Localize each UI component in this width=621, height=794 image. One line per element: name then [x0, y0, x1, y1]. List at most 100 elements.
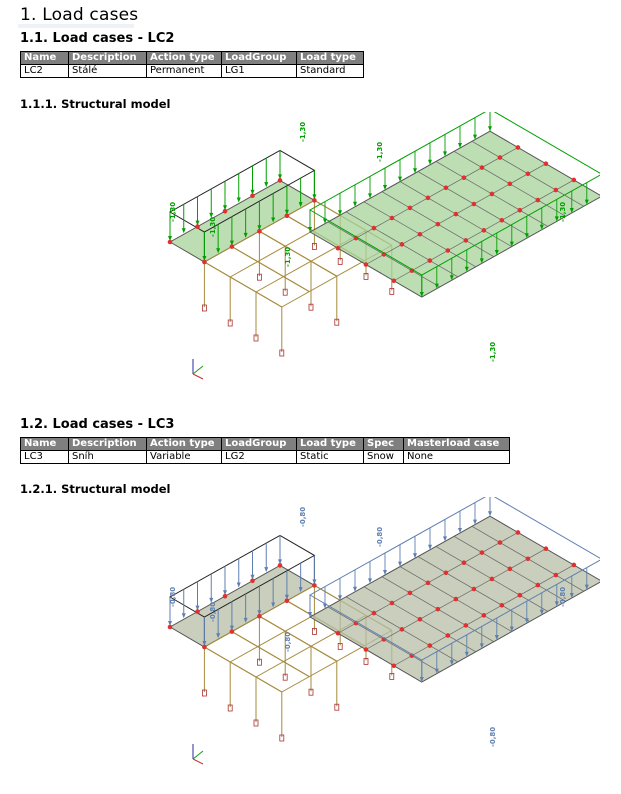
load-arrow-head	[223, 205, 227, 211]
section-title-lc2: 1.1. Load cases - LC2	[20, 31, 175, 46]
load-arrow-head	[509, 241, 514, 247]
table-cell: Variable	[146, 450, 222, 464]
load-arrow-head	[509, 626, 514, 632]
load-arrow-head	[539, 609, 544, 615]
load-label: -1,30	[376, 142, 384, 162]
load-arrow-head	[419, 677, 424, 682]
column-header: Description	[68, 51, 147, 65]
beam	[204, 261, 283, 308]
node	[335, 245, 341, 251]
table-cell: None	[403, 450, 510, 464]
load-arrow-head	[298, 587, 303, 593]
node	[525, 556, 531, 562]
load-arrow-head	[458, 528, 462, 533]
node	[257, 613, 262, 619]
node	[417, 616, 423, 622]
load-label: -0,80	[284, 632, 292, 652]
table-row: LC2 Stálé Permanent LG1 Standard	[20, 64, 364, 78]
load-arrow-head	[569, 208, 574, 213]
load-label: -0,80	[299, 507, 307, 527]
node	[202, 644, 207, 650]
support	[337, 257, 343, 265]
table-cell: Stálé	[68, 64, 147, 78]
column-header: Action type	[146, 437, 222, 451]
node	[489, 576, 495, 582]
support	[389, 672, 395, 680]
node	[229, 629, 235, 634]
node	[535, 582, 541, 588]
load-arrow-head	[383, 570, 387, 575]
node	[389, 600, 395, 606]
load-arrow-head	[554, 601, 559, 607]
load-arrow-head	[398, 561, 402, 567]
node	[257, 228, 262, 234]
node	[389, 215, 395, 221]
node	[277, 178, 283, 183]
node	[481, 613, 487, 618]
node	[453, 596, 459, 602]
support	[311, 242, 317, 250]
load-arrow-head	[494, 250, 499, 255]
load-arrow-head	[419, 292, 424, 297]
support	[253, 334, 259, 342]
load-label: -0,80	[169, 587, 177, 607]
beam	[259, 615, 338, 662]
node	[391, 663, 397, 669]
column-header: Description	[68, 437, 147, 451]
node	[167, 624, 173, 630]
load-arrow-head	[368, 578, 372, 584]
node	[443, 570, 449, 576]
column-header: Action type	[146, 51, 222, 65]
table-cell: Sníh	[68, 450, 147, 464]
load-arrow-head	[168, 621, 172, 626]
table-header-row: Name Description Action type LoadGroup L…	[20, 51, 364, 65]
load-label: -1,30	[559, 202, 567, 222]
load-label: -1,30	[169, 202, 177, 222]
load-arrow-head	[229, 240, 234, 246]
support	[311, 627, 317, 635]
axis-y	[192, 365, 204, 375]
node	[363, 647, 369, 652]
node	[517, 592, 523, 598]
node	[284, 213, 290, 219]
table-cell: Snow	[363, 450, 404, 464]
node	[399, 627, 405, 632]
node	[277, 563, 283, 568]
load-arrow-head	[473, 134, 477, 140]
load-case-table-lc2: Name Description Action type LoadGroup L…	[20, 51, 364, 78]
load-arrow-head	[443, 536, 447, 542]
node	[371, 610, 377, 616]
load-label: -0,80	[489, 727, 497, 747]
load-arrow-head	[398, 176, 402, 182]
load-arrow-head	[209, 212, 214, 218]
table-cell: LC3	[20, 450, 69, 464]
load-arrow-head	[250, 574, 255, 580]
support	[363, 272, 369, 280]
load-arrow-head	[243, 232, 248, 238]
node	[543, 546, 549, 551]
axis-y	[192, 750, 204, 760]
slab	[168, 179, 316, 263]
node	[202, 259, 207, 265]
table-row: LC3 Sníh Variable LG2 Static Snow None	[20, 450, 510, 464]
load-arrow-head	[524, 233, 529, 239]
load-arrow-head	[278, 559, 282, 565]
node	[461, 175, 467, 180]
load-arrow-head	[308, 612, 312, 617]
load-arrow-head	[202, 256, 207, 261]
load-arrow-head	[464, 651, 469, 657]
load-arrow-head	[308, 227, 312, 232]
load-arrow-head	[584, 584, 589, 590]
node	[499, 602, 505, 608]
load-arrow-head	[264, 567, 269, 573]
load-arrow-head	[284, 594, 289, 600]
load-arrow-head	[181, 228, 186, 234]
node	[471, 201, 477, 207]
node	[195, 609, 200, 614]
load-arrow-head	[464, 266, 469, 272]
node	[463, 238, 469, 243]
node	[435, 221, 441, 227]
support	[202, 689, 207, 697]
support	[227, 319, 233, 327]
load-arrow-head	[168, 236, 172, 241]
